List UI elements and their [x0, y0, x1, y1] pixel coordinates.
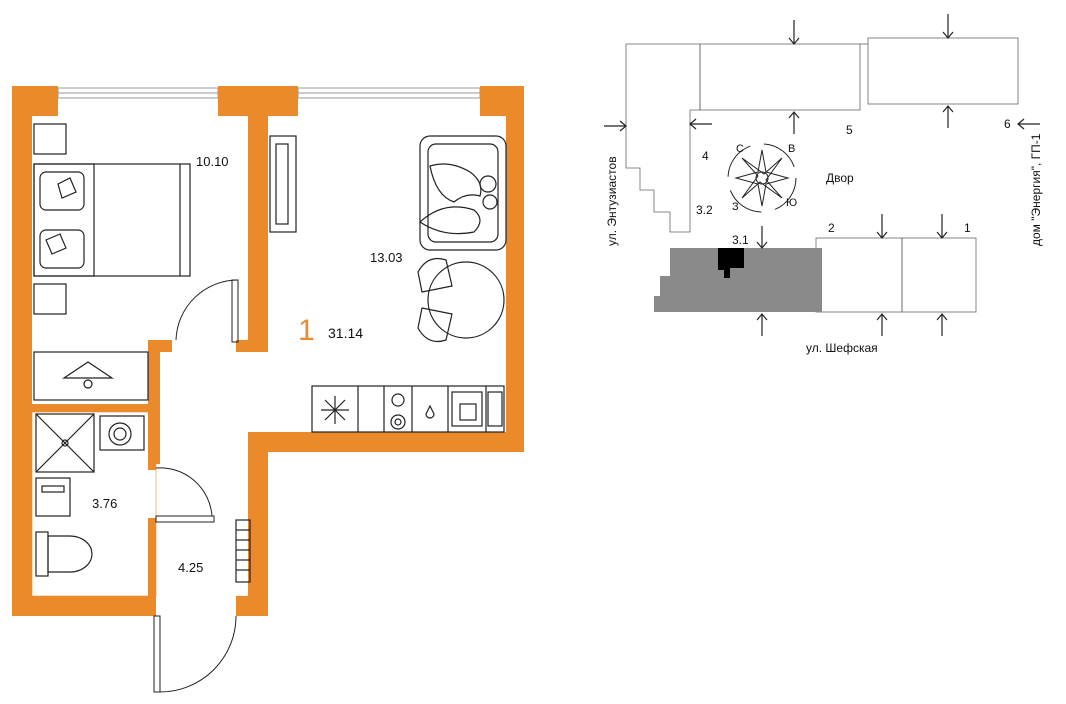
living-furniture: [269, 135, 507, 343]
arrow-icon: [942, 14, 954, 39]
wall-closet-right: [148, 340, 160, 464]
pillow-1: [39, 171, 85, 211]
arrow-icon: [756, 313, 768, 336]
wall-bath-top: [32, 404, 160, 412]
street-left: ул. Энтузиастов: [605, 156, 619, 246]
kitchen: [311, 385, 505, 433]
arrow-icon: [604, 120, 627, 132]
total-area: 31.14: [328, 325, 363, 341]
site-plan: [625, 37, 1019, 313]
bedroom-furniture: [33, 123, 191, 315]
nightstand-bottom: [33, 283, 67, 315]
wall-bath-right: [148, 464, 156, 470]
shower: [35, 413, 95, 473]
sofa: [419, 135, 507, 251]
compass-south: Ю: [786, 197, 797, 209]
washing-machine: [99, 415, 145, 451]
hall-area: 4.25: [178, 560, 203, 575]
building-label-6: 6: [1004, 117, 1011, 131]
wall-top-mid: [218, 86, 298, 116]
faucet-icon: [425, 404, 435, 419]
unit-position-marker: [718, 248, 744, 278]
living-area: 13.03: [370, 250, 403, 265]
building-label-4: 4: [702, 149, 709, 163]
building-3-1-highlight: [654, 248, 822, 312]
arrow-icon: [756, 226, 768, 249]
bedroom-door-leaf: [231, 279, 239, 343]
wall-bedroom-living: [248, 116, 268, 352]
wall-left: [12, 86, 32, 616]
building-1: [901, 237, 977, 313]
arrow-icon: [942, 105, 954, 128]
kitchen-window-nook: [487, 391, 503, 427]
building-2: [815, 237, 903, 313]
building-5: [699, 43, 861, 111]
compass-rose-icon: [727, 143, 797, 213]
walls: [12, 86, 524, 616]
arrow-icon: [689, 118, 712, 130]
wall-living-bottom: [248, 432, 524, 452]
building-label-5: 5: [846, 123, 853, 137]
bathroom-fixtures: [35, 413, 145, 577]
bedroom-area: 10.10: [196, 154, 229, 169]
arrow-icon: [876, 214, 888, 239]
wall-hall-right: [248, 432, 268, 616]
compass-north: С: [736, 143, 744, 155]
bath-door-leaf: [155, 515, 215, 523]
tv-stand: [269, 135, 297, 233]
stove-icon: [390, 393, 406, 430]
apartment-plan: 10.10 13.03 3.76 4.25 1 31.14: [12, 86, 524, 693]
entrance-arrows: [604, 14, 1040, 336]
wall-right: [506, 86, 524, 452]
compass-east: В: [788, 143, 795, 155]
street-bottom: ул. Шефская: [806, 341, 878, 355]
bed-headboard: [33, 163, 95, 277]
nightstand-top: [33, 123, 67, 155]
chair-bottom: [417, 307, 453, 343]
pillow-2: [39, 229, 85, 269]
building-4: [625, 43, 701, 233]
chair-top: [417, 257, 453, 293]
fridge-snowflake-icon: [321, 396, 349, 424]
window-bedroom: [57, 87, 219, 99]
arrow-icon: [936, 313, 948, 336]
toilet: [47, 535, 93, 573]
arrow-icon: [876, 313, 888, 336]
wall-hall-right-bottom: [236, 596, 268, 616]
arrow-icon: [788, 20, 800, 45]
arrow-icon: [1017, 118, 1040, 130]
wall-bath-bottom-corner: [148, 596, 156, 616]
street-right: дом "Энергия", ГП-1: [1029, 133, 1043, 246]
building-label-3-1: 3.1: [732, 233, 749, 247]
compass-west: З: [732, 201, 739, 213]
toilet-tank: [35, 531, 49, 577]
window-living: [297, 87, 481, 99]
building-6: [867, 37, 1019, 105]
wall-bottom-left: [12, 596, 154, 616]
kitchen-sink: [451, 391, 483, 427]
doors: [153, 279, 239, 693]
dining-table: [427, 261, 505, 339]
courtyard-label: Двор: [826, 171, 854, 185]
bathroom-accent: [31, 411, 157, 597]
closet: [33, 351, 149, 401]
arrow-icon: [936, 214, 948, 239]
radiator-icon: [235, 519, 251, 583]
sink: [35, 477, 71, 517]
building-label-1: 1: [964, 221, 971, 235]
arrow-icon: [788, 111, 800, 134]
bathroom-area: 3.76: [92, 496, 117, 511]
building-label-2: 2: [828, 221, 835, 235]
entry-door-leaf: [153, 615, 161, 693]
wall-bedroom-bottom-r: [236, 340, 266, 352]
building-label-3-2: 3.2: [696, 203, 713, 217]
bed: [33, 163, 191, 277]
wall-bath-right-low: [148, 518, 156, 596]
rooms-count: 1: [298, 314, 315, 347]
